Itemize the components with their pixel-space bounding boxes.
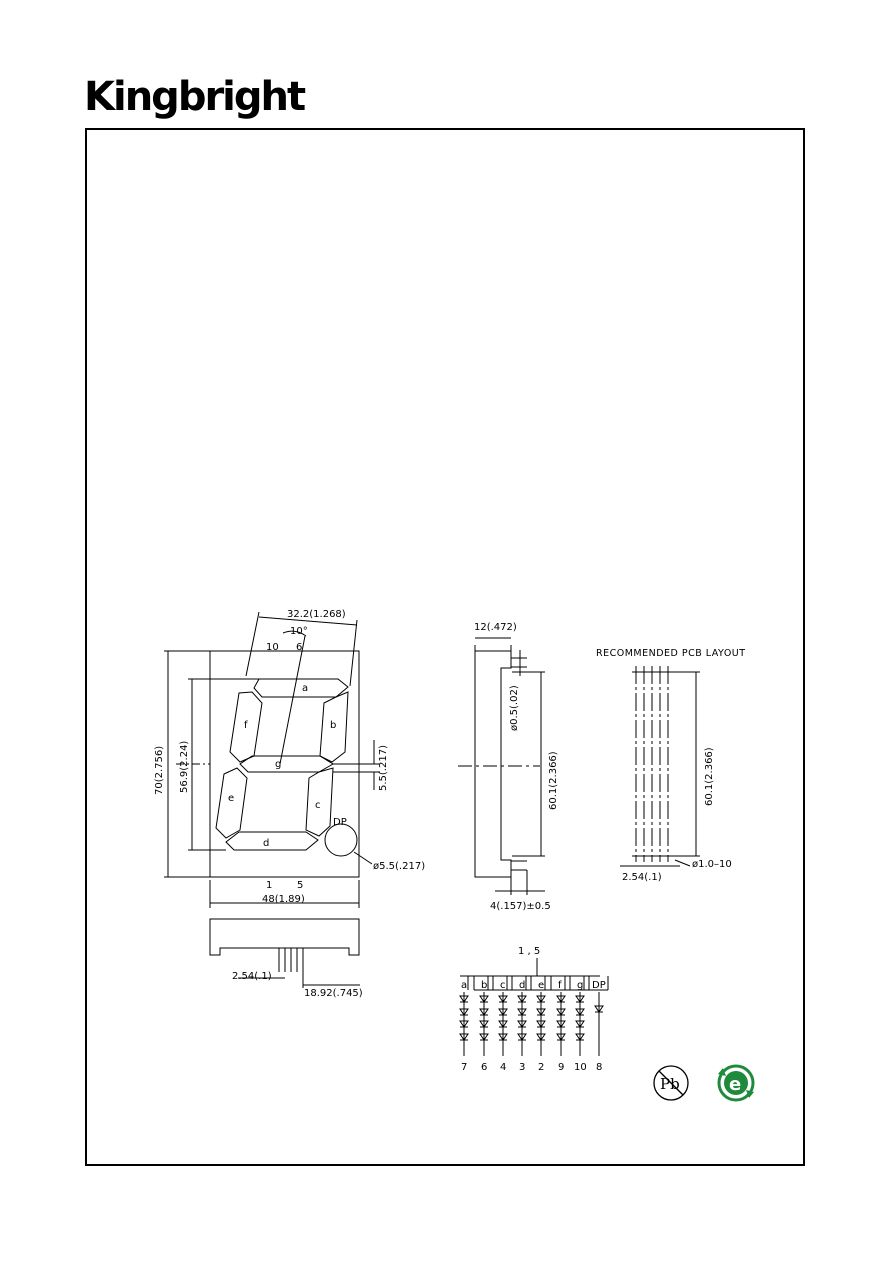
diode-d-4: [517, 1033, 527, 1041]
segment-label-c: c: [315, 800, 321, 811]
dp-label: DP: [333, 817, 347, 828]
diode-f-4: [556, 1033, 566, 1041]
segment-label-g: g: [275, 759, 281, 770]
bottom-body-outline: [209, 918, 360, 956]
side-body-outline: [474, 650, 512, 878]
pin-label-top-right: 6: [296, 642, 302, 653]
pcb-row-spacing: 60.1(2.366): [704, 747, 715, 806]
pcb-layout-title: RECOMMENDED PCB LAYOUT: [596, 648, 746, 659]
dim-height-total: 70(2.756): [154, 746, 165, 795]
circuit-pin-10: 10: [574, 1062, 587, 1073]
circuit-segment-f: f: [558, 980, 562, 991]
diode-dp: [594, 1005, 604, 1013]
segment-e: [215, 767, 248, 839]
diode-a-4: [459, 1033, 469, 1041]
diode-d-3: [517, 1020, 527, 1028]
diode-g-4: [575, 1033, 585, 1041]
diode-d-1: [517, 995, 527, 1003]
circuit-segment-labels: a b c d e f g DP: [461, 980, 606, 991]
dim-dp-diameter: ø5.5(.217): [373, 861, 425, 872]
diode-array: [459, 976, 609, 1056]
dim-angle: 10°: [290, 626, 308, 637]
segment-d: [225, 831, 319, 851]
diode-b-2: [479, 1008, 489, 1016]
circuit-pin-8: 8: [596, 1062, 602, 1073]
decimal-point: [324, 823, 358, 857]
circuit-segment-dp: DP: [592, 980, 606, 991]
dim-pin-row-spacing: 60.1(2.366): [548, 751, 559, 810]
pb-free-icon: Pb: [653, 1065, 689, 1101]
pin-label-bottom-right: 5: [297, 880, 303, 891]
diode-d-2: [517, 1008, 527, 1016]
circuit-pin-3: 3: [519, 1062, 525, 1073]
dim-depth: 12(.472): [474, 622, 517, 633]
dim-pin-span: 18.92(.745): [304, 988, 363, 999]
diode-a-3: [459, 1020, 469, 1028]
pb-free-text: Pb: [660, 1075, 680, 1093]
diode-g-1: [575, 995, 585, 1003]
circuit-segment-c: c: [500, 980, 506, 991]
diode-b-3: [479, 1020, 489, 1028]
circuit-pin-7: 7: [461, 1062, 467, 1073]
pcb-hole: ø1.0–10: [692, 859, 732, 870]
rohs-text: e: [729, 1074, 741, 1095]
segment-label-b: b: [330, 720, 336, 731]
dim-segment-gap: 5.5(.217): [378, 745, 389, 791]
dim-pin-pitch: 2.54(.1): [232, 971, 272, 982]
segment-a: [253, 678, 349, 698]
diode-c-3: [498, 1020, 508, 1028]
dim-pin-diameter: ø0.5(.02): [509, 685, 520, 731]
circuit-segment-b: b: [481, 980, 487, 991]
diode-e-2: [536, 1008, 546, 1016]
pin-label-top-left: 10: [266, 642, 279, 653]
diode-c-2: [498, 1008, 508, 1016]
segment-label-a: a: [302, 683, 308, 694]
diode-g-3: [575, 1020, 585, 1028]
segment-label-e: e: [228, 793, 234, 804]
diode-a-2: [459, 1008, 469, 1016]
circuit-pin-9: 9: [558, 1062, 564, 1073]
dim-width-top: 32.2(1.268): [287, 609, 346, 620]
diode-f-3: [556, 1020, 566, 1028]
pcb-pitch: 2.54(.1): [622, 872, 662, 883]
diode-c-1: [498, 995, 508, 1003]
segment-label-f: f: [244, 720, 248, 731]
diode-f-2: [556, 1008, 566, 1016]
dim-width-total: 48(1.89): [262, 894, 305, 905]
kingbright-logo: Kingbright: [84, 74, 306, 120]
circuit-pin-6: 6: [481, 1062, 487, 1073]
rohs-icon: e: [717, 1064, 755, 1102]
segment-c: [305, 767, 334, 837]
diode-e-4: [536, 1033, 546, 1041]
dim-height-digit: 56.9(2.24): [179, 741, 190, 793]
diode-g-2: [575, 1008, 585, 1016]
dim-pin-length: 4(.157)±0.5: [490, 901, 551, 912]
pin-label-bottom-left: 1: [266, 880, 272, 891]
circuit-pin-2: 2: [538, 1062, 544, 1073]
diode-b-1: [479, 995, 489, 1003]
circuit-pin-numbers: 7 6 4 3 2 9 10 8: [461, 1062, 602, 1073]
circuit-segment-e: e: [538, 980, 544, 991]
circuit-segment-d: d: [519, 980, 525, 991]
diode-e-3: [536, 1020, 546, 1028]
segment-f: [229, 691, 263, 763]
diode-a-1: [459, 995, 469, 1003]
circuit-common-pins: 1 , 5: [518, 946, 540, 957]
drawing-frame: [85, 128, 805, 1166]
circuit-segment-g: g: [577, 980, 583, 991]
diode-c-4: [498, 1033, 508, 1041]
diode-e-1: [536, 995, 546, 1003]
diode-b-4: [479, 1033, 489, 1041]
segment-g: [239, 755, 334, 773]
circuit-pin-4: 4: [500, 1062, 506, 1073]
diode-f-1: [556, 995, 566, 1003]
circuit-segment-a: a: [461, 980, 467, 991]
segment-label-d: d: [263, 838, 269, 849]
